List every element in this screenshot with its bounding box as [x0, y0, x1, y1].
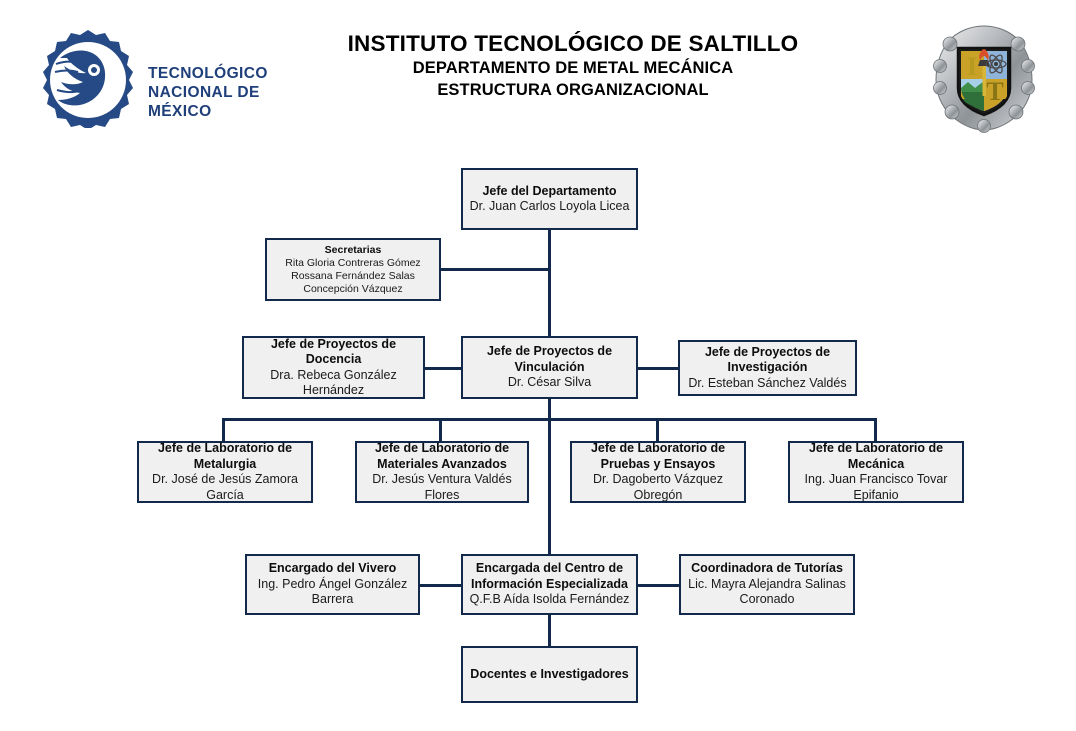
node-proyectos-investigacion[interactable]: Jefe de Proyectos de Investigación Dr. E…	[678, 340, 857, 396]
connector-investigacion	[636, 367, 678, 370]
connector-lab-drop-pruebas	[656, 418, 659, 441]
node-role: Secretarias	[324, 243, 382, 256]
node-person-2: Rossana Fernández Salas	[291, 269, 415, 282]
node-role: Jefe de Laboratorio de Mecánica	[808, 441, 944, 471]
connector-trunk-lower	[548, 399, 551, 554]
node-role: Docentes e Investigadores	[470, 666, 629, 681]
its-saltillo-shield-icon: I T	[928, 22, 1040, 134]
tecnm-logo-text: TECNOLÓGICO NACIONAL DE MÉXICO	[148, 64, 308, 121]
node-person: Dr. Juan Carlos Loyola Licea	[469, 199, 630, 213]
connector-lab-drop-mecanica	[874, 418, 877, 441]
node-role: Jefe del Departamento	[482, 183, 617, 198]
connector-docentes	[548, 614, 551, 646]
node-role: Jefe de Laboratorio de Materiales Avanza…	[374, 441, 510, 471]
tecnm-gear-eagle-icon	[36, 28, 140, 130]
node-lab-materiales[interactable]: Jefe de Laboratorio de Materiales Avanza…	[355, 441, 529, 503]
page-header: TECNOLÓGICO NACIONAL DE MÉXICO INSTITUTO…	[0, 0, 1076, 145]
node-role: Jefe de Proyectos de Vinculación	[486, 344, 613, 374]
node-centro-informacion[interactable]: Encargada del Centro de Información Espe…	[461, 554, 638, 615]
node-person-3: Concepción Vázquez	[303, 282, 403, 295]
svg-text:T: T	[986, 77, 1003, 106]
node-role: Jefe de Proyectos de Investigación	[704, 344, 831, 375]
node-proyectos-vinculacion[interactable]: Jefe de Proyectos de Vinculación Dr. Cés…	[461, 336, 638, 399]
node-person-1: Rita Gloria Contreras Gómez	[285, 256, 421, 269]
node-role: Coordinadora de Tutorías	[691, 561, 843, 576]
node-lab-mecanica[interactable]: Jefe de Laboratorio de Mecánica Ing. Jua…	[788, 441, 964, 503]
node-proyectos-docencia[interactable]: Jefe de Proyectos de Docencia Dra. Rebec…	[242, 336, 425, 399]
node-person: Dr. Dagoberto Vázquez Obregón	[593, 472, 723, 502]
node-person: Dr. José de Jesús Zamora García	[152, 472, 298, 502]
tecnm-logo: TECNOLÓGICO NACIONAL DE MÉXICO	[36, 28, 286, 130]
node-jefe-departamento[interactable]: Jefe del Departamento Dr. Juan Carlos Lo…	[461, 168, 638, 230]
node-role: Jefe de Laboratorio de Metalurgia	[157, 441, 293, 471]
node-role: Jefe de Proyectos de Docencia	[270, 336, 397, 367]
connector-vivero	[419, 584, 464, 587]
node-person: Ing. Juan Francisco Tovar Epifanio	[804, 472, 948, 502]
node-role: Encargada del Centro de Información Espe…	[471, 561, 628, 591]
connector-docencia	[425, 367, 465, 370]
node-person: Dr. César Silva	[507, 375, 592, 390]
node-lab-metalurgia[interactable]: Jefe de Laboratorio de Metalurgia Dr. Jo…	[137, 441, 313, 503]
node-person: Dr. Esteban Sánchez Valdés	[688, 375, 847, 390]
connector-lab-drop-materiales	[439, 418, 442, 441]
node-role: Encargado del Vivero	[268, 561, 397, 576]
page-subtitle-department: DEPARTAMENTO DE METAL MECÁNICA	[412, 59, 734, 77]
tecnm-logo-line1: TECNOLÓGICO	[148, 65, 268, 82]
node-vivero[interactable]: Encargado del Vivero Ing. Pedro Ángel Go…	[245, 554, 420, 615]
page-title: INSTITUTO TECNOLÓGICO DE SALTILLO	[347, 31, 799, 56]
connector-secretarias	[440, 268, 550, 271]
node-role: Jefe de Laboratorio de Pruebas y Ensayos	[590, 441, 726, 471]
connector-tutorias	[636, 584, 680, 587]
node-person: Dra. Rebeca González Hernández	[270, 367, 397, 398]
node-docentes[interactable]: Docentes e Investigadores	[461, 646, 638, 703]
node-person: Ing. Pedro Ángel González Barrera	[257, 576, 408, 607]
title-block: INSTITUTO TECNOLÓGICO DE SALTILLO DEPART…	[288, 30, 858, 101]
connector-lab-bus	[222, 418, 877, 421]
tecnm-logo-line2: NACIONAL DE MÉXICO	[148, 84, 260, 120]
node-person: Dr. Jesús Ventura Valdés Flores	[372, 472, 512, 502]
node-lab-pruebas[interactable]: Jefe de Laboratorio de Pruebas y Ensayos…	[570, 441, 746, 503]
connector-lab-drop-metalurgia	[222, 418, 225, 441]
page-subtitle-structure: ESTRUCTURA ORGANIZACIONAL	[437, 81, 709, 99]
node-person: Q.F.B Aída Isolda Fernández	[469, 592, 630, 607]
node-secretarias[interactable]: Secretarias Rita Gloria Contreras Gómez …	[265, 238, 441, 301]
node-person: Lic. Mayra Alejandra Salinas Coronado	[688, 576, 846, 607]
connector-trunk-main	[548, 230, 551, 336]
svg-text:I: I	[967, 52, 977, 81]
node-tutorias[interactable]: Coordinadora de Tutorías Lic. Mayra Alej…	[679, 554, 855, 615]
